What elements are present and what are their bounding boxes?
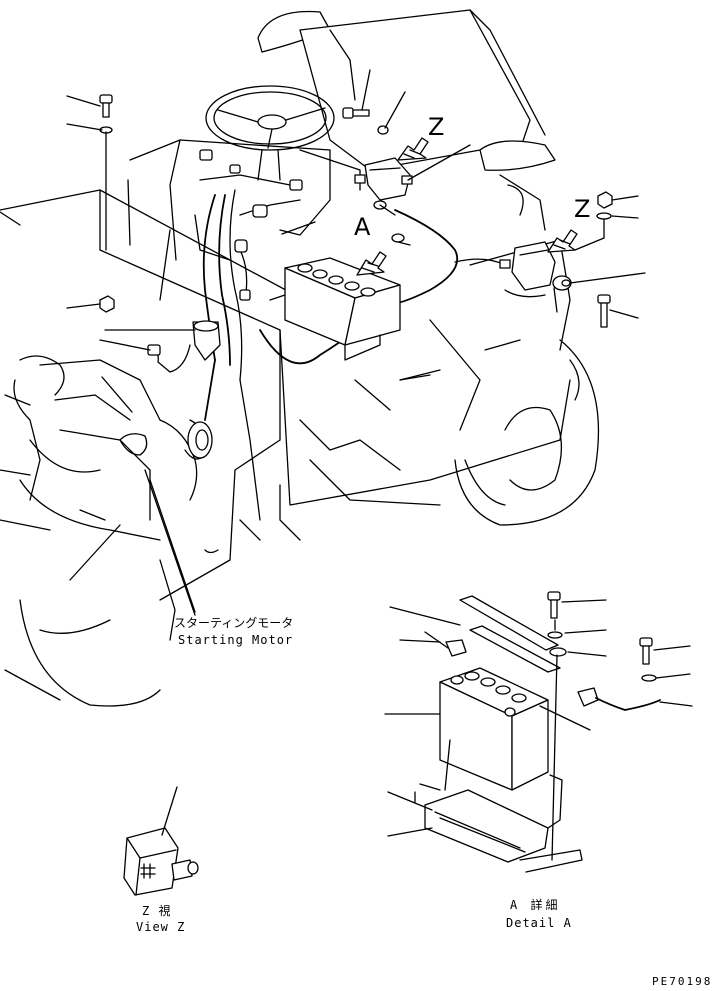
bolt-right <box>597 294 611 328</box>
view-z-label-en: View Z <box>136 920 186 934</box>
bolt-top-left <box>99 94 113 134</box>
engine-block <box>0 355 207 707</box>
view-z-switch <box>123 786 199 896</box>
detail-a-tray <box>387 739 583 873</box>
detail-a-label-jp: A 詳細 <box>510 898 561 912</box>
nut-right <box>596 191 613 220</box>
horn-relay-top <box>354 157 413 246</box>
relay-block <box>147 320 221 373</box>
nut-left <box>99 295 115 313</box>
view-z-label-jp: Z 視 <box>142 904 172 918</box>
detail-a-cable-right <box>539 687 693 731</box>
drawing-code: PE70198 <box>652 975 713 988</box>
dashboard-body <box>0 139 571 601</box>
horn-relay-right <box>499 241 572 313</box>
view-a-arrow <box>356 251 387 276</box>
detail-a-bolt <box>547 591 607 861</box>
view-z-arrow-top <box>397 137 429 161</box>
steering-wheel <box>205 85 335 181</box>
detail-a-cable-left <box>399 631 467 657</box>
view-marker-z-top: Z <box>428 113 445 141</box>
leader-lines-main <box>0 69 646 616</box>
view-z-arrow-right <box>547 229 578 253</box>
view-marker-a: A <box>354 213 371 241</box>
detail-a-label-en: Detail A <box>506 916 572 930</box>
battery-main <box>284 257 401 361</box>
starting-motor-label-en: Starting Motor <box>178 633 294 647</box>
seat-backrest <box>257 9 556 231</box>
ignition-part <box>187 421 219 554</box>
starting-motor-label-jp: スターティングモータ <box>174 616 294 630</box>
detail-a-bolt-right <box>639 637 691 682</box>
detail-a-battery <box>384 667 549 791</box>
view-marker-z-right: Z <box>574 195 591 223</box>
wiring-harness <box>194 189 546 521</box>
detail-a-clamp <box>389 595 561 673</box>
rear-wheel <box>454 339 600 526</box>
dash-connectors <box>199 149 303 301</box>
